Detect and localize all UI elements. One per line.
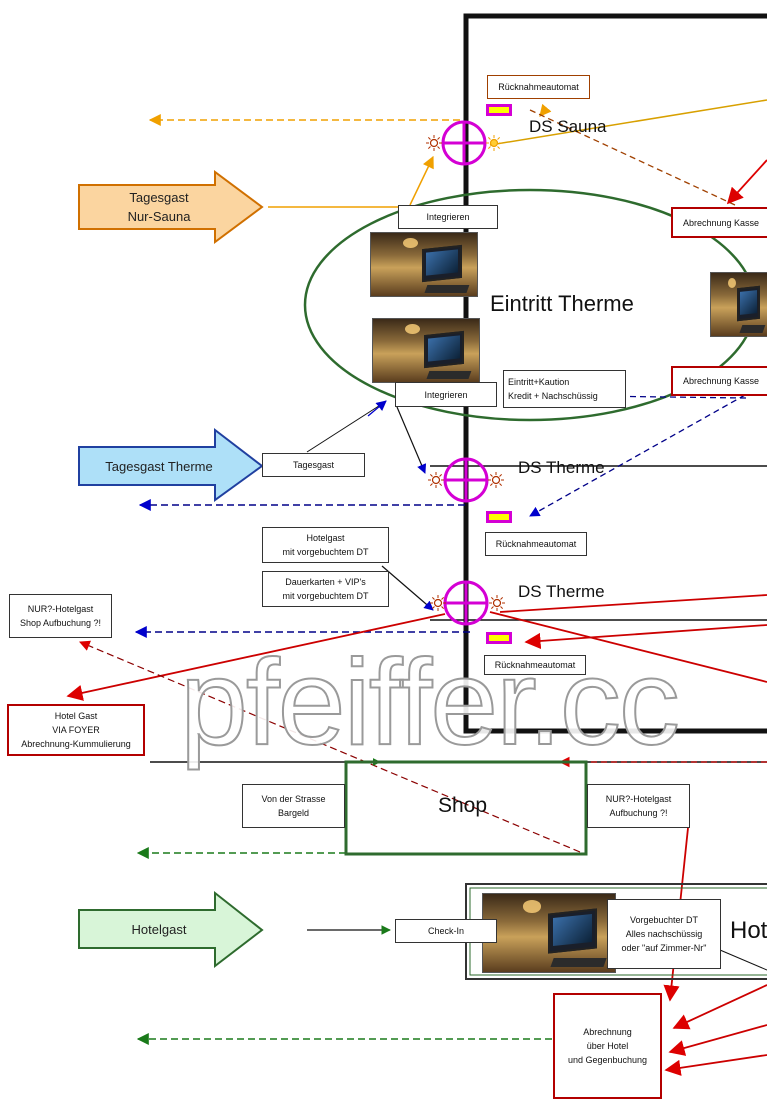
ruecknahme-indicator-low: [486, 632, 512, 644]
arrow-hotelgast: [78, 890, 264, 969]
label-ds-therme-1: DS Therme: [518, 458, 605, 477]
label-ds-sauna: DS Sauna: [529, 117, 607, 136]
computer-photo: [482, 893, 616, 973]
box-von-der-strasse: Von der Strasse Bargeld: [242, 784, 345, 828]
box-ruecknahmeautomat-mid: Rücknahmeautomat: [485, 532, 587, 556]
watermark: pfeiffer.cc: [179, 633, 681, 771]
sun-icon: [486, 135, 502, 151]
sun-icons: [426, 135, 505, 611]
sun-icon: [489, 595, 505, 611]
computer-photo: [710, 272, 767, 337]
computer-photo: [370, 232, 478, 297]
sun-icon: [428, 472, 444, 488]
box-nur-hotelgast-aufbuchung: NUR?-Hotelgast Aufbuchung ?!: [587, 784, 690, 828]
box-nur-hotelgast-shop: NUR?-Hotelgast Shop Aufbuchung ?!: [9, 594, 112, 638]
label-hotel: Hot: [730, 917, 767, 944]
arrow-label-hotelgast: Hotelgast: [131, 921, 187, 937]
turnstile-icon-therme-2: [443, 580, 489, 626]
turnstile-icon-sauna: [441, 120, 487, 166]
sun-icon: [426, 135, 442, 151]
sun-icon: [488, 472, 504, 488]
box-hotel-gast-foyer: Hotel Gast VIA FOYER Abrechnung-Kummulie…: [7, 704, 145, 756]
arrow-label-tagesgast-sauna: Tagesgast Nur-Sauna: [127, 190, 191, 224]
computer-photo: [372, 318, 480, 383]
box-ruecknahmeautomat-top: Rücknahmeautomat: [487, 75, 590, 99]
box-vorgebuchter-dt: Vorgebuchter DT Alles nachschüssig oder …: [607, 899, 721, 969]
box-eintritt-kaution: Eintritt+Kaution Kredit + Nachschüssig: [503, 370, 626, 408]
box-integrieren-2: Integrieren: [395, 382, 497, 407]
box-abrechnung-kasse-1: Abrechnung Kasse: [671, 207, 767, 238]
box-check-in: Check-In: [395, 919, 497, 943]
box-ruecknahmeautomat-low: Rücknahmeautomat: [484, 655, 586, 675]
label-eintritt-therme: Eintritt Therme: [490, 291, 634, 316]
arrow-label-tagesgast-therme: Tagesgast Therme: [105, 458, 213, 474]
box-hotelgast-dt: Hotelgast mit vorgebuchtem DT: [262, 527, 389, 563]
turnstile-icon-therme-1: [443, 457, 489, 503]
box-abrechnung-hotel: Abrechnung über Hotel und Gegenbuchung: [553, 993, 662, 1099]
ruecknahme-indicator-mid: [486, 511, 512, 523]
box-dauerkarten: Dauerkarten + VIP's mit vorgebuchtem DT: [262, 571, 389, 607]
box-abrechnung-kasse-2: Abrechnung Kasse: [671, 366, 767, 396]
arrow-tagesgast-sauna: [78, 170, 264, 244]
label-shop: Shop: [438, 794, 488, 817]
label-ds-therme-2: DS Therme: [518, 582, 605, 601]
arrow-tagesgast-therme: [78, 427, 264, 502]
box-integrieren-1: Integrieren: [398, 205, 498, 229]
ruecknahme-indicator-top: [486, 104, 512, 116]
box-tagesgast: Tagesgast: [262, 453, 365, 477]
shop-box: [344, 760, 588, 856]
sun-icon: [430, 595, 446, 611]
